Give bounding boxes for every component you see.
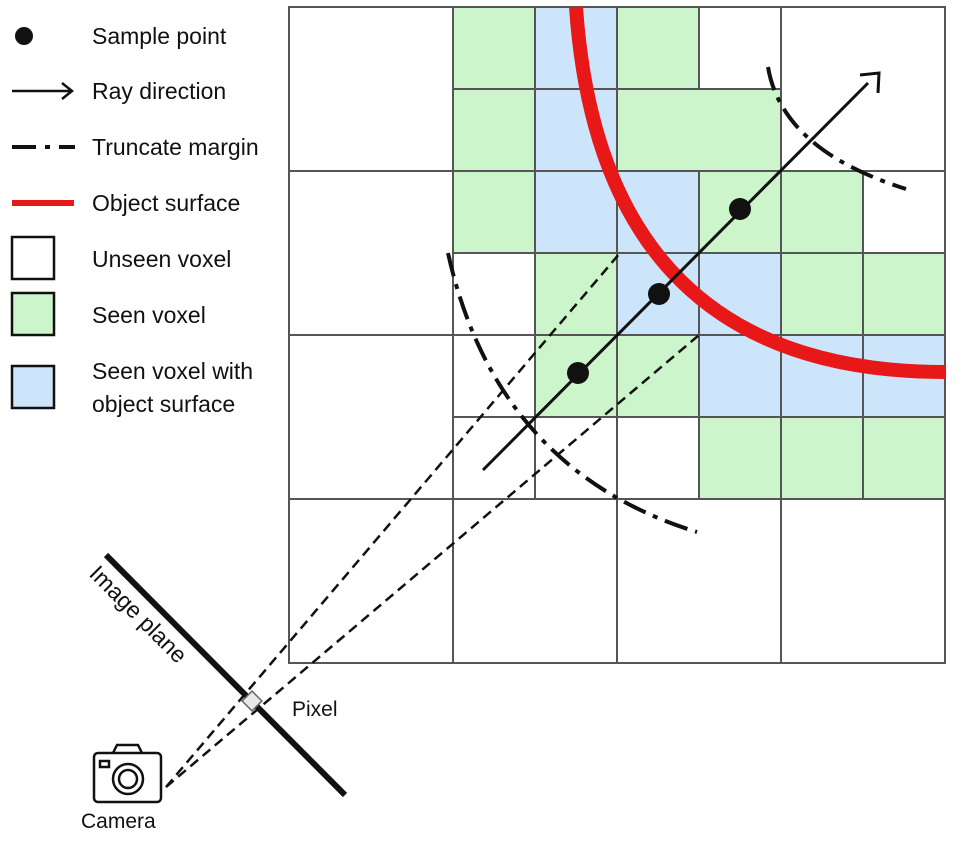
sample-point (729, 198, 751, 220)
surface-voxel (699, 335, 781, 417)
seen-voxel (617, 335, 699, 417)
legend-unseen-voxel-icon (10, 235, 56, 281)
legend-surface-voxel-label-1: Seen voxel with (92, 358, 253, 384)
camera-icon (92, 743, 163, 804)
legend-ray-label: Ray direction (92, 78, 226, 104)
seen-voxel (699, 417, 781, 499)
object-surface-curve (569, 6, 946, 379)
legend-surface-voxel-label-2: object surface (92, 391, 235, 417)
seen-voxel (863, 417, 945, 499)
seen-voxel (781, 417, 863, 499)
pixel (241, 690, 263, 712)
legend-truncate-label: Truncate margin (92, 134, 259, 160)
truncate-margin-inner (446, 252, 698, 534)
ray-line (481, 81, 870, 472)
image-plane-label: Image plane (84, 560, 192, 668)
camera-lens-outer (111, 762, 145, 796)
legend-seen-voxel-label: Seen voxel (92, 302, 206, 328)
legend-seen-voxel-icon (10, 291, 56, 337)
legend-surface-voxel-icon (10, 364, 56, 410)
truncate-margin-outer (766, 66, 907, 191)
pixel-label: Pixel (292, 698, 338, 721)
seen-voxel (617, 7, 699, 89)
seen-voxel (453, 171, 535, 253)
frustum-rays (165, 252, 700, 788)
surface-voxel (535, 171, 617, 253)
seen-voxel (535, 253, 617, 335)
legend: Sample point Ray direction Truncate marg… (10, 23, 259, 417)
legend-ray-arrowhead (61, 82, 75, 100)
seen-voxel (781, 171, 863, 253)
ray-arrowhead (859, 71, 881, 94)
image-plane (103, 552, 348, 798)
frustum-ray (165, 334, 700, 788)
legend-sample-point-icon (15, 27, 33, 45)
camera-label: Camera (81, 810, 156, 833)
legend-surface-label: Object surface (92, 190, 240, 216)
seen-voxel (453, 89, 535, 171)
camera-top (111, 743, 144, 754)
seen-voxel (863, 253, 945, 335)
seen-voxel (453, 7, 535, 89)
camera-lens-inner (117, 768, 139, 790)
seen-voxel (781, 253, 863, 335)
legend-unseen-voxel-label: Unseen voxel (92, 246, 231, 272)
legend-sample-point-label: Sample point (92, 23, 227, 49)
sample-point (567, 362, 589, 384)
camera-body (92, 751, 163, 804)
seen-voxel (617, 89, 699, 171)
sample-point (648, 283, 670, 305)
frustum-ray (165, 252, 621, 788)
seen-voxel (699, 89, 781, 171)
camera-flash (98, 759, 111, 769)
